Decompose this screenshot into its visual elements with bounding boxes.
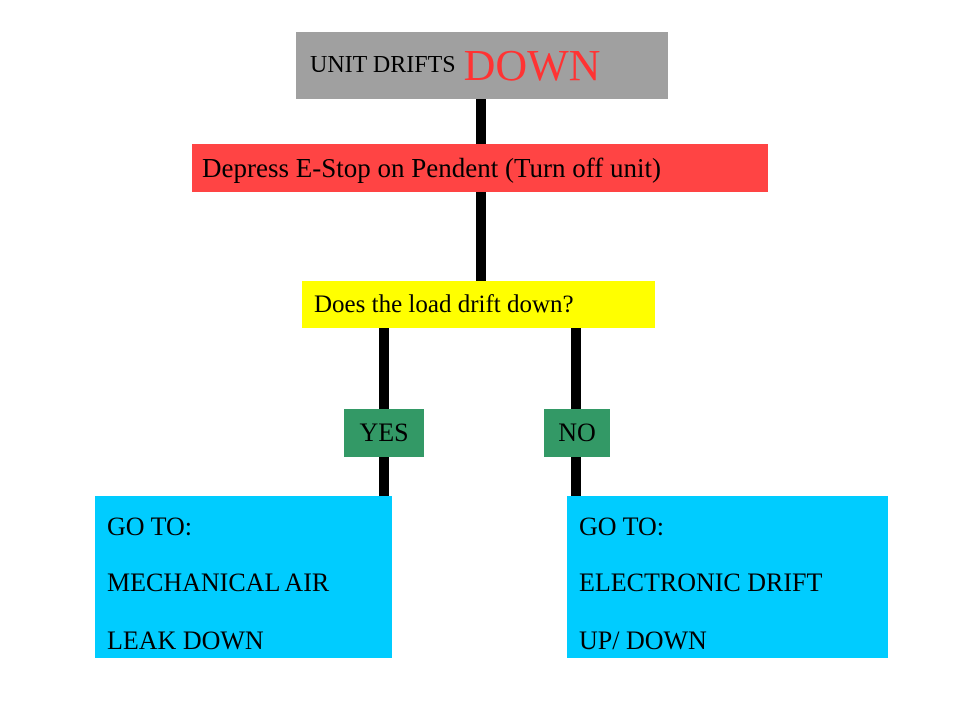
estop-step-text: Depress E-Stop on Pendent (Turn off unit… — [202, 152, 661, 183]
right-outcome-line2: ELECTRONIC DRIFT — [579, 568, 823, 597]
title-prefix: UNIT DRIFTS — [310, 52, 456, 78]
yes-label: YES — [359, 418, 409, 447]
left-outcome-line3: LEAK DOWN — [107, 626, 264, 655]
title-box: UNIT DRIFTS DOWN — [296, 32, 668, 99]
title-emphasis: DOWN — [463, 41, 601, 90]
estop-step-box: Depress E-Stop on Pendent (Turn off unit… — [192, 144, 768, 192]
mechanical-air-leak-outcome-box: GO TO: MECHANICAL AIR LEAK DOWN — [95, 496, 392, 658]
connector-estop-to-question — [476, 192, 486, 281]
connector-yes-to-left-outcome — [379, 457, 389, 496]
decision-box: Does the load drift down? — [302, 281, 655, 328]
right-outcome-line3: UP/ DOWN — [579, 626, 707, 655]
decision-text: Does the load drift down? — [314, 290, 574, 318]
no-branch-box: NO — [544, 409, 610, 457]
connector-question-to-yes — [379, 328, 389, 409]
no-label: NO — [558, 418, 596, 447]
yes-branch-box: YES — [344, 409, 424, 457]
left-outcome-line1: GO TO: — [107, 512, 192, 541]
connector-question-to-no — [571, 328, 581, 409]
electronic-drift-outcome-box: GO TO: ELECTRONIC DRIFT UP/ DOWN — [567, 496, 888, 658]
right-outcome-line1: GO TO: — [579, 512, 664, 541]
left-outcome-line2: MECHANICAL AIR — [107, 568, 330, 597]
connector-title-to-estop — [476, 99, 486, 144]
connector-no-to-right-outcome — [571, 457, 581, 496]
